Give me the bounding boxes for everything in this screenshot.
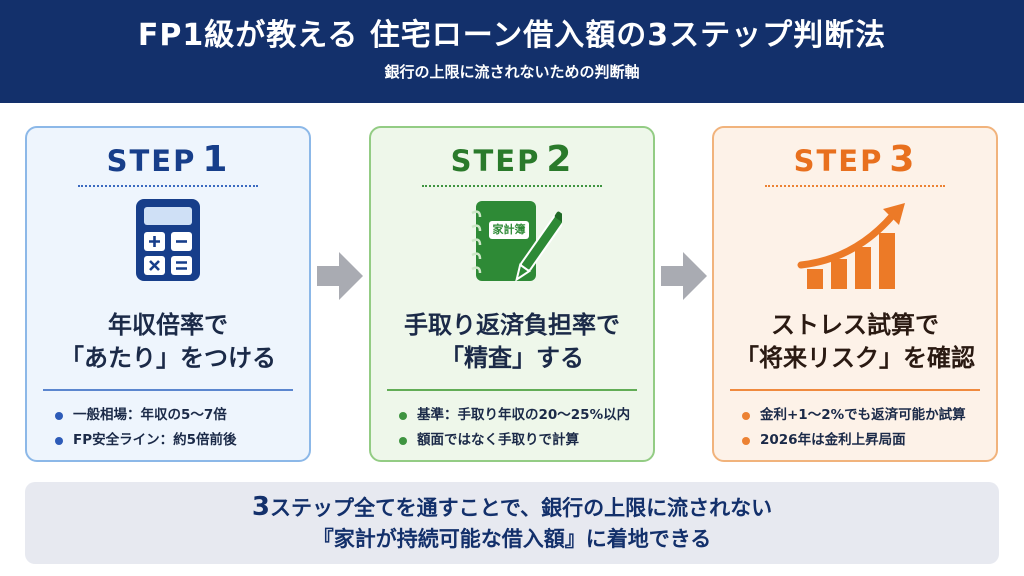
- step-3-divider: [730, 389, 980, 391]
- step-1-bullet-list: 一般相場：年収の5～7倍 FP安全ライン：約5倍前後: [27, 403, 309, 453]
- step-2-divider: [387, 389, 637, 391]
- bullet-text: 2026年は金利上昇局面: [760, 432, 906, 448]
- summary-footer: 3ステップ全てを通すことで、銀行の上限に流されない 『家計が持続可能な借入額』に…: [25, 482, 999, 564]
- household-ledger-icon: 家計簿: [462, 197, 562, 297]
- step-1-heading: 年収倍率で 「あたり」をつける: [27, 309, 309, 375]
- calculator-icon: [118, 197, 218, 297]
- step-3-heading-line2: 「将来リスク」を確認: [735, 344, 975, 372]
- bullet-dot-icon: [742, 437, 750, 445]
- step-3-heading: ストレス試算で 「将来リスク」を確認: [714, 309, 996, 375]
- bullet-text: FP安全ライン：約5倍前後: [73, 432, 237, 448]
- step-2-heading: 手取り返済負担率で 「精査」する: [371, 309, 653, 375]
- bullet-dot-icon: [55, 437, 63, 445]
- summary-line-1: 3ステップ全てを通すことで、銀行の上限に流されない: [25, 492, 999, 524]
- step-3-dotted-divider: [765, 185, 945, 187]
- step-1-dotted-divider: [78, 185, 258, 187]
- step-3-bullet-list: 金利+1～2%でも返済可能か試算 2026年は金利上昇局面: [714, 403, 996, 453]
- bullet-text: 基準：手取り年収の20～25%以内: [417, 407, 631, 423]
- bullet-dot-icon: [742, 412, 750, 420]
- arrow-right-icon: [659, 249, 709, 303]
- summary-number: 3: [251, 492, 270, 522]
- step-1-heading-line2: 「あたり」をつける: [60, 344, 276, 372]
- list-item: 基準：手取り年収の20～25%以内: [399, 403, 653, 428]
- header-banner: FP1級が教える 住宅ローン借入額の3ステップ判断法 銀行の上限に流されないため…: [0, 0, 1024, 103]
- summary-line-1-text: ステップ全てを通すことで、銀行の上限に流されない: [269, 496, 773, 520]
- list-item: 2026年は金利上昇局面: [742, 428, 996, 453]
- bullet-text: 額面ではなく手取りで計算: [417, 432, 579, 448]
- bullet-dot-icon: [55, 412, 63, 420]
- step-2-heading-line2: 「精査」する: [440, 344, 584, 372]
- step-2-heading-line1: 手取り返済負担率で: [404, 311, 620, 339]
- list-item: FP安全ライン：約5倍前後: [55, 428, 309, 453]
- arrow-right-icon: [315, 249, 365, 303]
- step-1-number: 1: [202, 139, 230, 180]
- bullet-text: 一般相場：年収の5～7倍: [73, 407, 227, 423]
- rising-chart-icon: [795, 197, 915, 297]
- step-2-number: 2: [546, 139, 574, 180]
- bullet-dot-icon: [399, 437, 407, 445]
- page-subtitle: 銀行の上限に流されないための判断軸: [384, 63, 640, 81]
- bullet-text: 金利+1～2%でも返済可能か試算: [760, 407, 966, 423]
- list-item: 一般相場：年収の5～7倍: [55, 403, 309, 428]
- step-3-heading-line1: ストレス試算で: [771, 311, 939, 339]
- step-1-heading-line1: 年収倍率で: [108, 311, 228, 339]
- step-2-word: STEP: [450, 144, 541, 178]
- page-title: FP1級が教える 住宅ローン借入額の3ステップ判断法: [137, 18, 887, 53]
- summary-line-2: 『家計が持続可能な借入額』に着地できる: [312, 527, 712, 551]
- list-item: 額面ではなく手取りで計算: [399, 428, 653, 453]
- list-item: 金利+1～2%でも返済可能か試算: [742, 403, 996, 428]
- step-1-divider: [43, 389, 293, 391]
- step-3-word: STEP: [793, 144, 884, 178]
- step-3-number: 3: [889, 139, 917, 180]
- ledger-label: 家計簿: [492, 223, 526, 236]
- step-2-dotted-divider: [422, 185, 602, 187]
- bullet-dot-icon: [399, 412, 407, 420]
- step-2-bullet-list: 基準：手取り年収の20～25%以内 額面ではなく手取りで計算: [371, 403, 653, 453]
- step-1-word: STEP: [106, 144, 197, 178]
